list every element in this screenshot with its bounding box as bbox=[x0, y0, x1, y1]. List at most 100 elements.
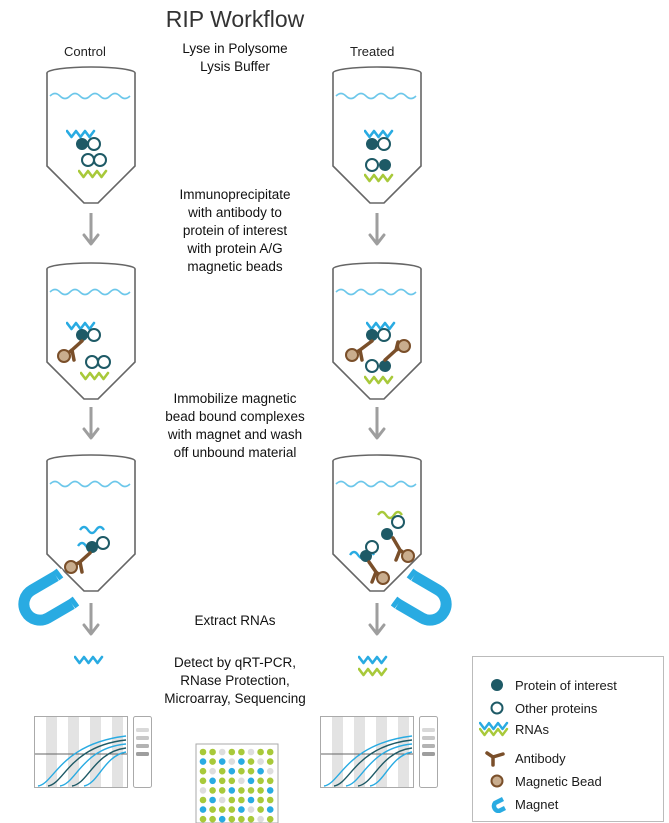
microarray-spot bbox=[228, 806, 236, 813]
legend-item-antibody: Antibody bbox=[485, 748, 566, 768]
magnet-icon bbox=[491, 796, 507, 813]
microarray-spot bbox=[218, 748, 226, 756]
microarray-spot bbox=[218, 815, 226, 823]
step-extract: Extract RNAs bbox=[194, 613, 276, 628]
other-protein-icon bbox=[96, 536, 110, 550]
control-tube-magnet bbox=[46, 454, 136, 592]
microarray-spot bbox=[209, 767, 216, 775]
microarray-spot bbox=[257, 777, 264, 785]
microarray-spot bbox=[218, 758, 226, 765]
microarray-grid bbox=[195, 743, 279, 823]
microarray-spot bbox=[266, 777, 274, 785]
microarray-spot bbox=[218, 806, 226, 813]
treated-column-label: Treated bbox=[350, 44, 395, 59]
microarray-spot bbox=[209, 748, 216, 756]
protein-of-interest-icon bbox=[360, 550, 372, 562]
microarray-spot bbox=[238, 796, 245, 804]
microarray-spot bbox=[257, 787, 264, 794]
arrow-down-icon bbox=[82, 407, 100, 440]
control-tube-ip bbox=[46, 262, 136, 400]
other-protein-icon bbox=[87, 328, 101, 342]
arrow-down-icon bbox=[368, 213, 386, 246]
microarray-spot bbox=[247, 806, 255, 813]
microarray-spot bbox=[199, 815, 207, 823]
microarray-spot bbox=[199, 748, 207, 756]
microarray-spot bbox=[209, 796, 216, 804]
extracted-rna-blue-icon bbox=[358, 655, 388, 665]
antibody-icon bbox=[485, 751, 505, 767]
microarray-spot bbox=[199, 806, 207, 813]
microarray-spot bbox=[209, 815, 216, 823]
other-protein-icon bbox=[93, 153, 107, 167]
microarray-spot bbox=[247, 758, 255, 765]
microarray-spot bbox=[238, 758, 245, 765]
arrow-down-icon bbox=[82, 603, 100, 636]
microarray-spot bbox=[238, 815, 245, 823]
protein-of-interest-icon bbox=[76, 329, 88, 341]
microarray-spot bbox=[247, 767, 255, 775]
microarray-spot bbox=[247, 796, 255, 804]
microarray-spot bbox=[199, 777, 207, 785]
microarray-spot bbox=[266, 767, 274, 775]
microarray-spot bbox=[218, 767, 226, 775]
other-protein-icon bbox=[377, 137, 391, 151]
microarray-spot bbox=[238, 806, 245, 813]
protein-of-interest-icon bbox=[381, 528, 393, 540]
extracted-rna-green-icon bbox=[358, 667, 388, 677]
protein-of-interest-icon bbox=[366, 138, 378, 150]
microarray-spot bbox=[266, 806, 274, 813]
microarray-spot bbox=[199, 767, 207, 775]
other-protein-icon bbox=[365, 540, 379, 554]
microarray-spot bbox=[247, 787, 255, 794]
arrow-down-icon bbox=[82, 213, 100, 246]
microarray-spot bbox=[199, 787, 207, 794]
protein-of-interest-icon bbox=[379, 159, 391, 171]
legend-item-other-proteins: Other proteins bbox=[485, 698, 597, 718]
microarray-spot bbox=[228, 767, 236, 775]
other-protein-icon bbox=[377, 328, 391, 342]
arrow-down-icon bbox=[368, 407, 386, 440]
microarray-spot bbox=[228, 796, 236, 804]
magnetic-bead-icon bbox=[401, 549, 415, 563]
other-protein-icon bbox=[85, 355, 99, 369]
microarray-spot bbox=[228, 758, 236, 765]
protein-of-interest-icon bbox=[379, 360, 391, 372]
step-lyse: Lyse in Polysome Lysis Buffer bbox=[182, 41, 288, 74]
other-protein-icon bbox=[365, 359, 379, 373]
treated-tube-magnet bbox=[332, 454, 422, 592]
protein-of-interest-icon bbox=[491, 679, 503, 691]
step-immunoprecipitate: Immunoprecipitate with antibody to prote… bbox=[179, 187, 291, 274]
microarray-spot bbox=[228, 787, 236, 794]
arrow-down-icon bbox=[368, 603, 386, 636]
magnetic-bead-icon bbox=[376, 571, 390, 585]
microarray-spot bbox=[238, 748, 245, 756]
microarray-spot bbox=[228, 748, 236, 756]
qpcr-chart-treated bbox=[320, 716, 438, 788]
microarray-spot bbox=[228, 777, 236, 785]
treated-tube-ip bbox=[332, 262, 422, 400]
magnetic-bead-icon bbox=[64, 560, 78, 574]
page-title: RIP Workflow bbox=[165, 6, 305, 32]
rna-icon bbox=[479, 721, 509, 737]
legend-item-protein-of-interest: Protein of interest bbox=[485, 675, 617, 695]
microarray-spot bbox=[209, 806, 216, 813]
microarray-spot bbox=[257, 806, 264, 813]
microarray-spot bbox=[257, 815, 264, 823]
step-immobilize: Immobilize magnetic bead bound complexes… bbox=[165, 391, 305, 460]
magnetic-bead-icon bbox=[490, 774, 504, 788]
microarray-spot bbox=[257, 796, 264, 804]
control-column-label: Control bbox=[64, 44, 106, 59]
magnetic-bead-icon bbox=[397, 339, 411, 353]
protein-of-interest-icon bbox=[76, 138, 88, 150]
microarray-spot bbox=[247, 748, 255, 756]
microarray-spot bbox=[257, 748, 264, 756]
other-protein-icon bbox=[365, 158, 379, 172]
microarray-spot bbox=[238, 767, 245, 775]
treated-tube-lysate bbox=[332, 66, 422, 204]
extracted-rna-blue-icon bbox=[74, 655, 104, 665]
microarray-spot bbox=[199, 796, 207, 804]
microarray-spot bbox=[218, 777, 226, 785]
microarray-spot bbox=[257, 767, 264, 775]
legend-item-rnas: RNAs bbox=[479, 719, 549, 739]
